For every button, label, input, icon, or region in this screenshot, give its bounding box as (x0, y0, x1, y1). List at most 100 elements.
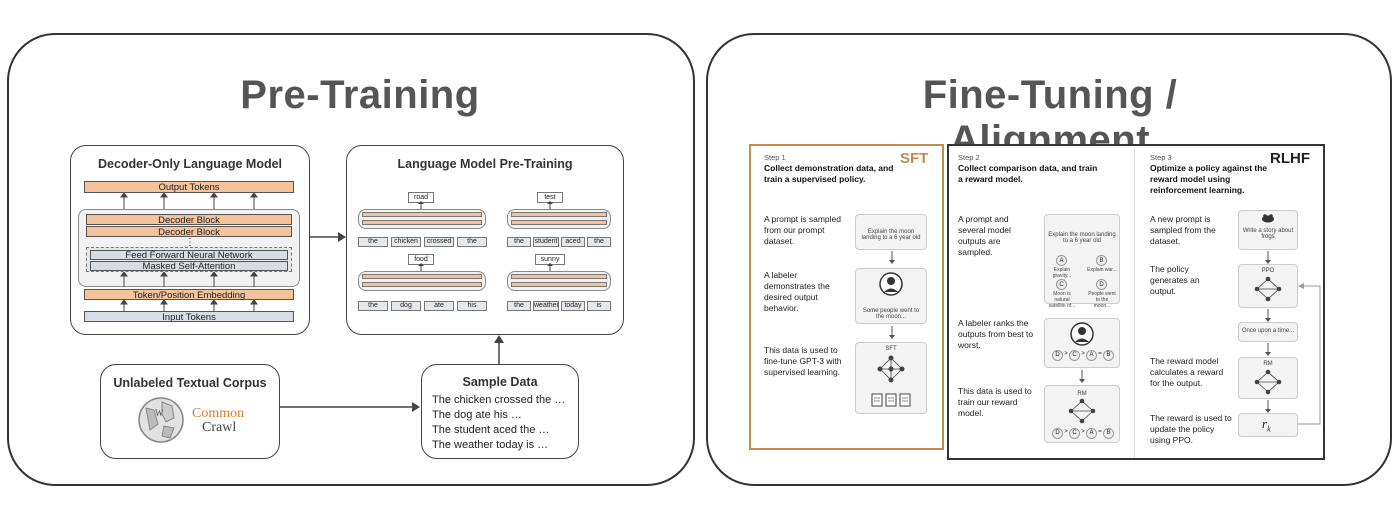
rank-token: D (1052, 428, 1063, 439)
lm-input-token: chicken (391, 237, 421, 247)
lm-input-token: the (507, 237, 531, 247)
step3-text: The reward model calculates a reward for… (1150, 356, 1224, 388)
arrow-corpus-to-sample (280, 402, 420, 412)
rlhf-divider (1134, 148, 1135, 458)
wikipedia-globe-icon: W (138, 397, 184, 443)
neural-net-icon (1068, 398, 1096, 424)
output-letter: B (1096, 255, 1107, 266)
lm-arrow (547, 201, 553, 209)
lm-input-token: his (457, 301, 487, 311)
decoder-arrows-mid (120, 272, 258, 287)
lm-block-bar (511, 212, 607, 217)
step2-title: Collect comparison data, and train a rew… (958, 163, 1098, 184)
arrow-down (1265, 309, 1271, 322)
arrow-down (1265, 400, 1271, 413)
lm-block-bar (362, 282, 482, 287)
step3-reward-symbol: rk (1262, 416, 1271, 434)
ranking-row: D > C > A = B (1052, 428, 1114, 439)
frog-icon (1262, 214, 1274, 223)
rank-token: A (1085, 350, 1097, 361)
sample-line: The dog ate his … (432, 409, 522, 421)
labeler-avatar-icon (1070, 322, 1094, 346)
output-letter: C (1056, 279, 1067, 290)
neural-net-icon (1254, 369, 1282, 395)
rank-token: B (1102, 428, 1114, 439)
step3-output-card (1238, 322, 1298, 342)
step3-policy-label: PPO (1261, 268, 1275, 274)
step1-prompt-text: Explain the moon landing to a 6 year old (861, 229, 921, 241)
ranking-row: D > C > A = B (1052, 350, 1114, 361)
reward-symbol: r (1262, 416, 1268, 431)
ffn-bar: Feed Forward Neural Network (90, 250, 288, 261)
rank-token: = (1098, 351, 1102, 357)
lm-block-bar (511, 282, 607, 287)
lm-block-bar (362, 274, 482, 279)
rlhf-tag: RLHF (1270, 150, 1310, 167)
sample-data-title: Sample Data (462, 375, 538, 389)
neural-net-icon (877, 355, 905, 383)
step2-text: A labeler ranks the outputs from best to… (958, 318, 1034, 350)
common-crawl-logo-text-1: Common (192, 406, 245, 421)
step1-prompt-card (855, 214, 927, 250)
rank-token: C (1068, 350, 1080, 361)
lm-input-token: aced (561, 237, 585, 247)
lm-input-token: today (561, 301, 585, 311)
step2-text: This data is used to train our reward mo… (958, 386, 1032, 418)
sft-tag: SFT (900, 150, 929, 167)
output-letter: D (1096, 279, 1107, 290)
ppo-feedback-loop (1298, 283, 1321, 425)
arrow-down (889, 251, 895, 264)
common-crawl-logo-text-2: Crawl (202, 420, 237, 435)
lm-arrow (418, 263, 424, 271)
lm-block-bar (511, 220, 607, 225)
arrow-down (1265, 251, 1271, 264)
lm-input-token: is (587, 301, 611, 311)
rank-token: > (1081, 429, 1085, 435)
step2-text: A prompt and several model outputs are s… (958, 214, 1011, 257)
lm-input-token: the (507, 301, 531, 311)
step3-prompt-text: Write a story about frogs (1242, 228, 1294, 240)
lm-arrow (547, 263, 553, 271)
step3-text: A new prompt is sampled from the dataset… (1150, 214, 1216, 246)
sample-line: The weather today is … (432, 439, 549, 451)
decoder-model-title: Decoder-Only Language Model (97, 157, 283, 171)
step1-label: Step 1 (764, 153, 786, 162)
lm-input-token: weather (533, 301, 559, 311)
lm-input-token: crossed (424, 237, 454, 247)
step1-text: A prompt is sampled from our prompt data… (764, 214, 842, 246)
decoder-block-1: Decoder Block (86, 214, 292, 226)
output-text: People went to the moon... (1088, 291, 1116, 309)
step1-answer: Some people went to the moon... (862, 308, 920, 320)
sample-line: The chicken crossed the … (432, 394, 566, 406)
attention-bar: Masked Self-Attention (90, 261, 288, 272)
step2-model-label: RM (1077, 391, 1087, 397)
sample-data-box (421, 364, 579, 459)
arrow-down (1079, 370, 1085, 383)
output-text: Moon is natural satellite of... (1048, 291, 1076, 309)
step3-rm-card (1238, 357, 1298, 399)
lm-pretraining-title: Language Model Pre-Training (397, 157, 573, 171)
lm-input-token: dog (391, 301, 421, 311)
step1-text: A labeler demonstrates the desired outpu… (764, 270, 830, 313)
output-tokens-bar: Output Tokens (84, 181, 294, 193)
step2-prompt-text: Explain the moon landing to a 6 year old (1048, 232, 1116, 244)
step2-label: Step 2 (958, 153, 980, 162)
decoder-arrows-bottom (120, 300, 258, 311)
rank-token: > (1081, 351, 1085, 357)
lm-block-bar (362, 212, 482, 217)
decoder-ellipsis: ⋮ (185, 237, 195, 248)
step1-text: This data is used to fine-tune GPT-3 wit… (764, 345, 842, 377)
rank-token: > (1064, 429, 1068, 435)
rank-token: C (1068, 428, 1080, 439)
lm-block-bar (362, 220, 482, 225)
step3-title: Optimize a policy against the reward mod… (1150, 163, 1268, 195)
step3-reward-card (1238, 413, 1298, 437)
lm-input-token: the (358, 237, 388, 247)
svg-text:W: W (155, 408, 164, 418)
lm-input-token: the (358, 301, 388, 311)
corpus-title: Unlabeled Textual Corpus (113, 376, 267, 390)
lm-block-bar (511, 274, 607, 279)
step1-title: Collect demonstration data, and train a … (764, 163, 894, 184)
output-text: Explain gravity... (1052, 267, 1072, 279)
arrow-down (889, 326, 895, 339)
